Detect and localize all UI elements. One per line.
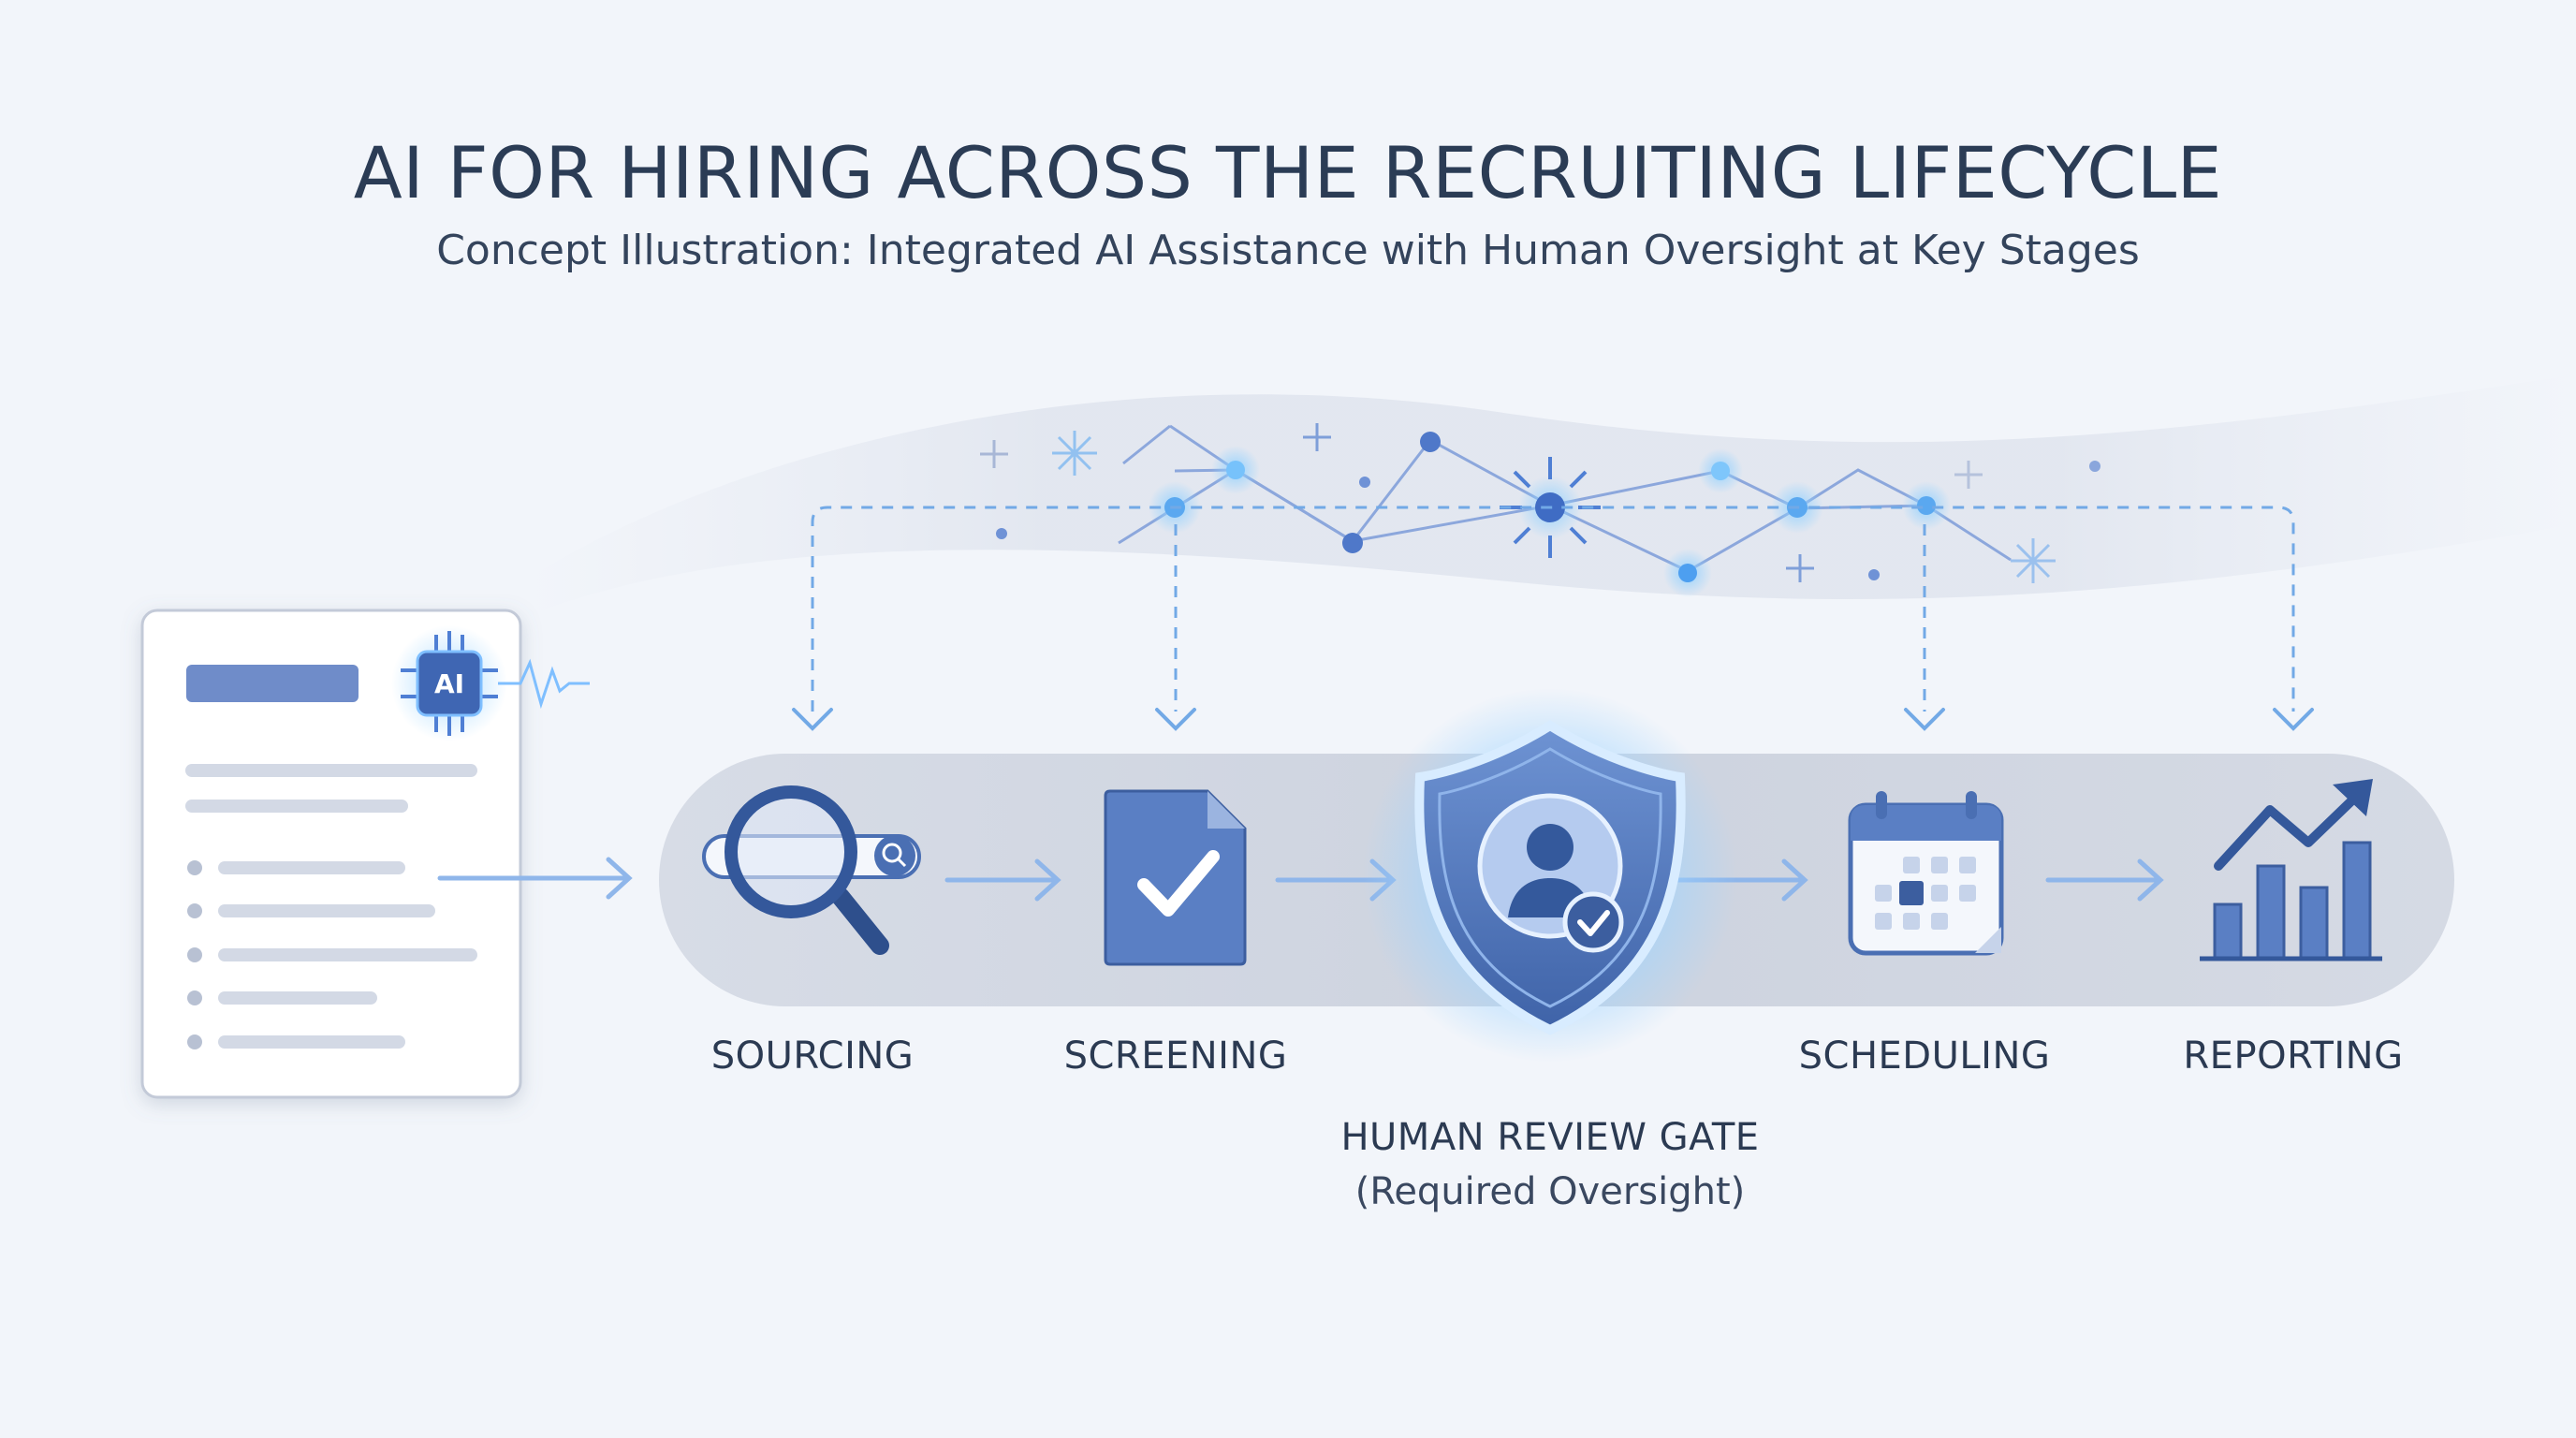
document-header-bar [186,665,359,702]
flow-arrows [437,857,2164,902]
calendar-icon [1848,791,2004,956]
shield-person-check-icon [1363,688,1737,1063]
page-subtitle: Concept Illustration: Integrated AI Assi… [436,227,2140,274]
stage-label-reporting: REPORTING [2183,1034,2404,1078]
stage-label-scheduling: SCHEDULING [1798,1034,2051,1078]
document-bullets [187,860,202,1049]
magnifying-glass-search-icon [702,785,921,955]
ai-chip-icon [391,625,507,741]
bar-chart-trend-icon [2200,779,2382,961]
page-title: AI FOR HIRING ACROSS THE RECRUITING LIFE… [353,131,2223,214]
document-checkmark-icon [1104,789,1247,966]
stage-sublabel-required-oversight: (Required Oversight) [1354,1170,1746,1213]
ai-dashed-connectors [811,506,2295,712]
stage-label-human-review-gate: HUMAN REVIEW GATE [1340,1116,1760,1159]
connector-arrowheads [792,708,2314,731]
ai-chip-label: AI [434,668,464,699]
stage-label-sourcing: SOURCING [710,1034,915,1078]
ai-signal-waveform [498,658,590,710]
stage-label-screening: SCREENING [1063,1034,1288,1078]
document-text-lines [185,764,477,1049]
